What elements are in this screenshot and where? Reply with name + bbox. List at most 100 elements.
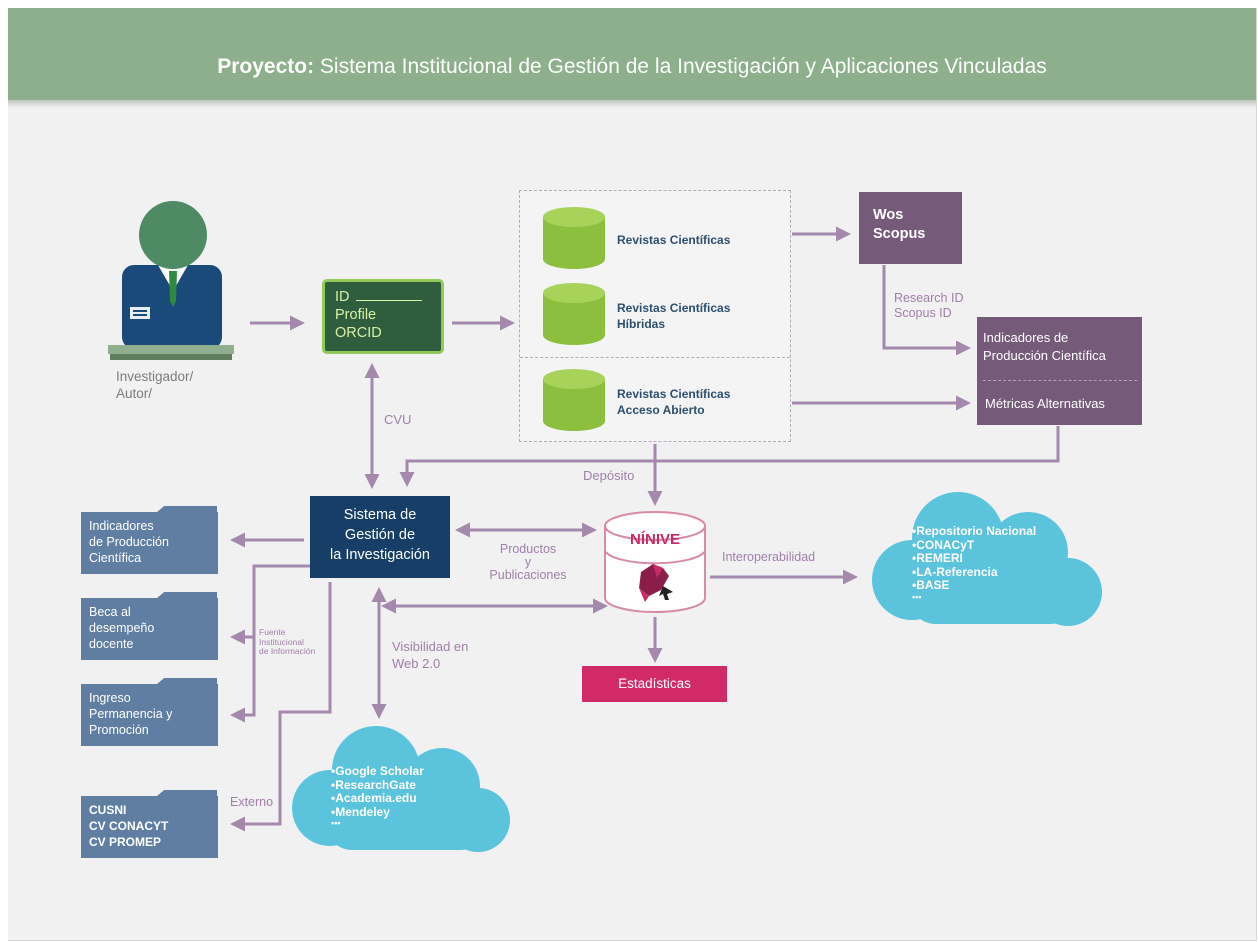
diagram-frame (8, 8, 1257, 941)
cloud-repo-item: •LA-Referencia (912, 564, 998, 579)
revista-3-line-1: Revistas Científicas (617, 387, 731, 401)
page-title: Proyecto: Sistema Institucional de Gesti… (8, 54, 1256, 80)
wos-scopus-text: Wos Scopus (873, 206, 925, 244)
investigador-label: Investigador/ Autor/ (116, 368, 193, 402)
research-id-line-2: Scopus ID (894, 306, 952, 320)
scopus-line: Scopus (873, 226, 926, 242)
indicadores-metricas-box: Indicadores de Producción Científica Mét… (977, 317, 1142, 425)
cloud-web-item: •Google Scholar (331, 764, 424, 778)
visibilidad-line-1: Visibilidad en (392, 639, 469, 654)
orcid-line: ORCID (335, 325, 382, 341)
id-profile-box: ID Profile ORCID (322, 279, 444, 354)
revista-2-line-1: Revistas Científicas (617, 301, 731, 315)
title-prefix: Proyecto: (217, 55, 315, 78)
profile-line: Profile (335, 307, 377, 323)
deposito-label: Depósito (583, 468, 635, 483)
arrow-wos-indicadores (882, 265, 971, 356)
folder-3-line-3: Promoción (89, 723, 149, 737)
folder-2-line-3: docente (89, 637, 134, 651)
investigador-label-2: Autor/ (116, 386, 153, 401)
arrow-indicadores-sistema (399, 426, 1060, 487)
cloud-repo-item: •REMERI (912, 551, 963, 565)
cloud-web-item: •Mendeley (331, 804, 390, 819)
revista-1-line-1: Revistas Científicas (617, 233, 731, 247)
cloud-repo-item: •BASE (912, 578, 950, 592)
cloud-web-list: •Google Scholar •ResearchGate •Academia.… (331, 764, 424, 828)
interoperabilidad-label: Interoperabilidad (722, 550, 816, 564)
folder-3-line-1: Ingreso (89, 691, 131, 705)
id-box-text: ID Profile ORCID (335, 288, 422, 342)
revista-3-line-2: Acceso Abierto (617, 403, 705, 417)
cloud-web-item: •Academia.edu (331, 791, 417, 805)
arrow-fuente-line (230, 564, 318, 723)
folder-ingreso: Ingreso Permanencia y Promoción (81, 684, 218, 746)
estadisticas-box: Estadísticas (582, 666, 727, 702)
folder-4-line-2: CV CONACYT (89, 819, 169, 833)
metricas-label: Métricas Alternativas (985, 396, 1105, 411)
cloud-repo-item: •Repositorio Nacional (912, 524, 1037, 538)
database-icon (543, 207, 605, 269)
cloud-web-icon (292, 726, 510, 852)
productos-line-3: Publicaciones (489, 568, 567, 582)
database-icon (543, 369, 605, 431)
indicadores-divider (983, 380, 1137, 381)
externo-label: Externo (230, 795, 274, 809)
folder-4-line-3: CV PROMEP (89, 835, 162, 849)
indicadores-line-1: Indicadores de (983, 330, 1069, 345)
cvu-label: CVU (384, 412, 412, 427)
folder-2-line-2: desempeño (89, 621, 155, 635)
cloud-web-item: •ResearchGate (331, 777, 416, 792)
folder-1-line-2: de Producción (89, 535, 169, 549)
fuente-line-2: Institucional (259, 636, 304, 647)
id-line: ID (335, 288, 422, 306)
cloud-web-item: ••• (331, 818, 341, 828)
cloud-repo-item: ••• (912, 591, 922, 602)
folder-cv: CUSNI CV CONACYT CV PROMEP (81, 796, 218, 858)
ninive-label: NÍNIVE (629, 531, 680, 548)
cloud-repo-item: •CONACyT (912, 537, 975, 552)
sistema-line-3: la Investigación (330, 547, 430, 563)
investigador-icon (108, 201, 234, 360)
visibilidad-line-2: Web 2.0 (392, 656, 441, 671)
research-id-label: Research ID Scopus ID (894, 291, 963, 321)
folder-beca: Beca al desempeño docente (81, 598, 218, 660)
revista-2-label: Revistas Científicas Híbridas (617, 300, 730, 332)
sistema-line-2: Gestión de (344, 527, 416, 543)
folder-4-line-1: CUSNI (89, 803, 127, 817)
revista-3-label: Revistas Científicas Acceso Abierto (617, 386, 730, 418)
fuente-line-3: de Información (259, 646, 316, 656)
folder-3-line-2: Permanencia y (89, 707, 173, 721)
folder-1-line-1: Indicadores (89, 519, 154, 533)
investigador-label-1: Investigador/ (116, 369, 194, 384)
fuente-line-1: Fuente (259, 627, 286, 637)
cloud-repositorios-icon (872, 492, 1102, 626)
folder-indicadores: Indicadores de Producción Científica (81, 512, 218, 574)
sistema-line-1: Sistema de (343, 507, 417, 523)
visibilidad-label: Visibilidad en Web 2.0 (392, 638, 468, 672)
indicadores-text: Indicadores de Producción Científica (983, 329, 1106, 365)
wos-scopus-box: Wos Scopus (859, 192, 962, 264)
revistas-divider (520, 357, 790, 358)
productos-line-1: Productos (499, 542, 557, 556)
fuente-label: Fuente Institucional de Información (259, 627, 316, 657)
database-icon (543, 283, 605, 345)
revista-1-label: Revistas Científicas (617, 232, 730, 248)
sistema-gestion-box: Sistema de Gestión de la Investigación (310, 496, 450, 578)
header-shadow (8, 100, 1256, 108)
database-icons (543, 207, 605, 431)
header-bar: Proyecto: Sistema Institucional de Gesti… (8, 8, 1256, 100)
revista-2-line-2: Híbridas (617, 317, 666, 331)
cloud-repositorios-list: •Repositorio Nacional •CONACyT •REMERI •… (912, 524, 1037, 602)
ninive-database-icon (604, 511, 706, 613)
wos-line: Wos (873, 207, 904, 223)
sistema-gestion-text: Sistema de Gestión de la Investigación (310, 505, 450, 565)
estadisticas-label: Estadísticas (618, 676, 691, 691)
arrow-externo (230, 582, 332, 832)
productos-label: Productos y Publicaciones (478, 543, 578, 582)
title-text: Sistema Institucional de Gestión de la I… (314, 55, 1047, 78)
research-id-line-1: Research ID (894, 291, 964, 305)
indicadores-line-2: Producción Científica (983, 348, 1106, 363)
folder-2-line-1: Beca al (89, 605, 131, 619)
